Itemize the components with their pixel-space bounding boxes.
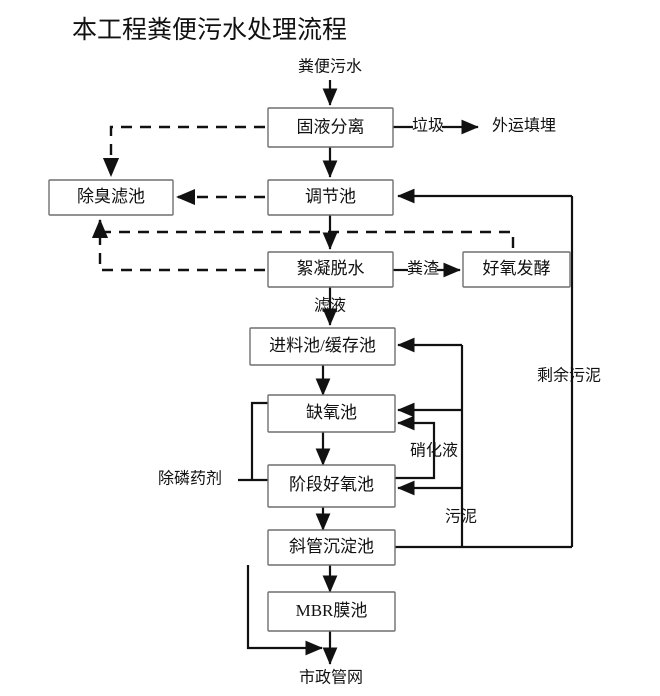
node-regulating-tank[interactable]: [267, 179, 394, 216]
node-solid-liquid-sep[interactable]: [267, 107, 394, 148]
node-floc-dewater-label: 絮凝脱水: [297, 259, 365, 278]
node-stage-aerobic-tank[interactable]: [267, 464, 396, 508]
label-excess-sludge: 剩余污泥: [537, 366, 601, 385]
node-deodor-filter[interactable]: [48, 179, 174, 216]
node-feed-buffer-tank-label: 进料池/缓存池: [269, 336, 376, 355]
label-landfill: 外运填埋: [492, 117, 556, 135]
node-inclined-tube-settler-label: 斜管沉淀池: [289, 537, 374, 556]
node-stage-aerobic-tank-label: 阶段好氧池: [289, 475, 374, 494]
node-solid-liquid-sep-label: 固液分离: [297, 117, 365, 136]
node-mbr-tank[interactable]: [267, 591, 396, 632]
node-aerobic-ferment[interactable]: [462, 251, 571, 288]
node-feed-buffer-tank[interactable]: [249, 327, 396, 366]
label-nitrifying-liquid: 硝化液: [410, 442, 458, 460]
label-garbage: 垃圾: [412, 117, 444, 135]
label-sludge: 污泥: [445, 508, 477, 526]
node-regulating-tank-label: 调节池: [305, 187, 356, 206]
node-floc-dewater[interactable]: [267, 251, 394, 288]
edge-odor-trunk-to-aerobic-ferment: [100, 230, 515, 249]
edge-odor-from-floc-dewater: [91, 219, 265, 272]
label-filtrate: 滤液: [314, 297, 346, 315]
edge-anoxic-left-to-dosing-line: [250, 401, 268, 480]
node-deodor-filter-label: 除臭滤池: [77, 187, 145, 206]
label-inlet: 粪便污水: [298, 58, 362, 76]
edge-nitrifying-liquid-recycle: [395, 415, 436, 480]
label-dung-residue: 粪渣: [407, 260, 439, 278]
edge-odor-from-solid-liquid-sep: [102, 125, 265, 177]
label-dephosphorization-agent: 除磷药剂: [158, 470, 222, 488]
node-inclined-tube-settler[interactable]: [267, 529, 396, 566]
label-outlet: 市政管网: [299, 669, 363, 687]
node-aerobic-ferment-label: 好氧发酵: [483, 259, 551, 278]
node-anoxic-tank-label: 缺氧池: [306, 403, 357, 422]
node-anoxic-tank[interactable]: [267, 394, 396, 433]
page-title: 本工程粪便污水处理流程: [72, 16, 347, 44]
edge-settler-bypass-to-outlet: [246, 565, 323, 656]
node-mbr-tank-label: MBR膜池: [296, 601, 368, 620]
